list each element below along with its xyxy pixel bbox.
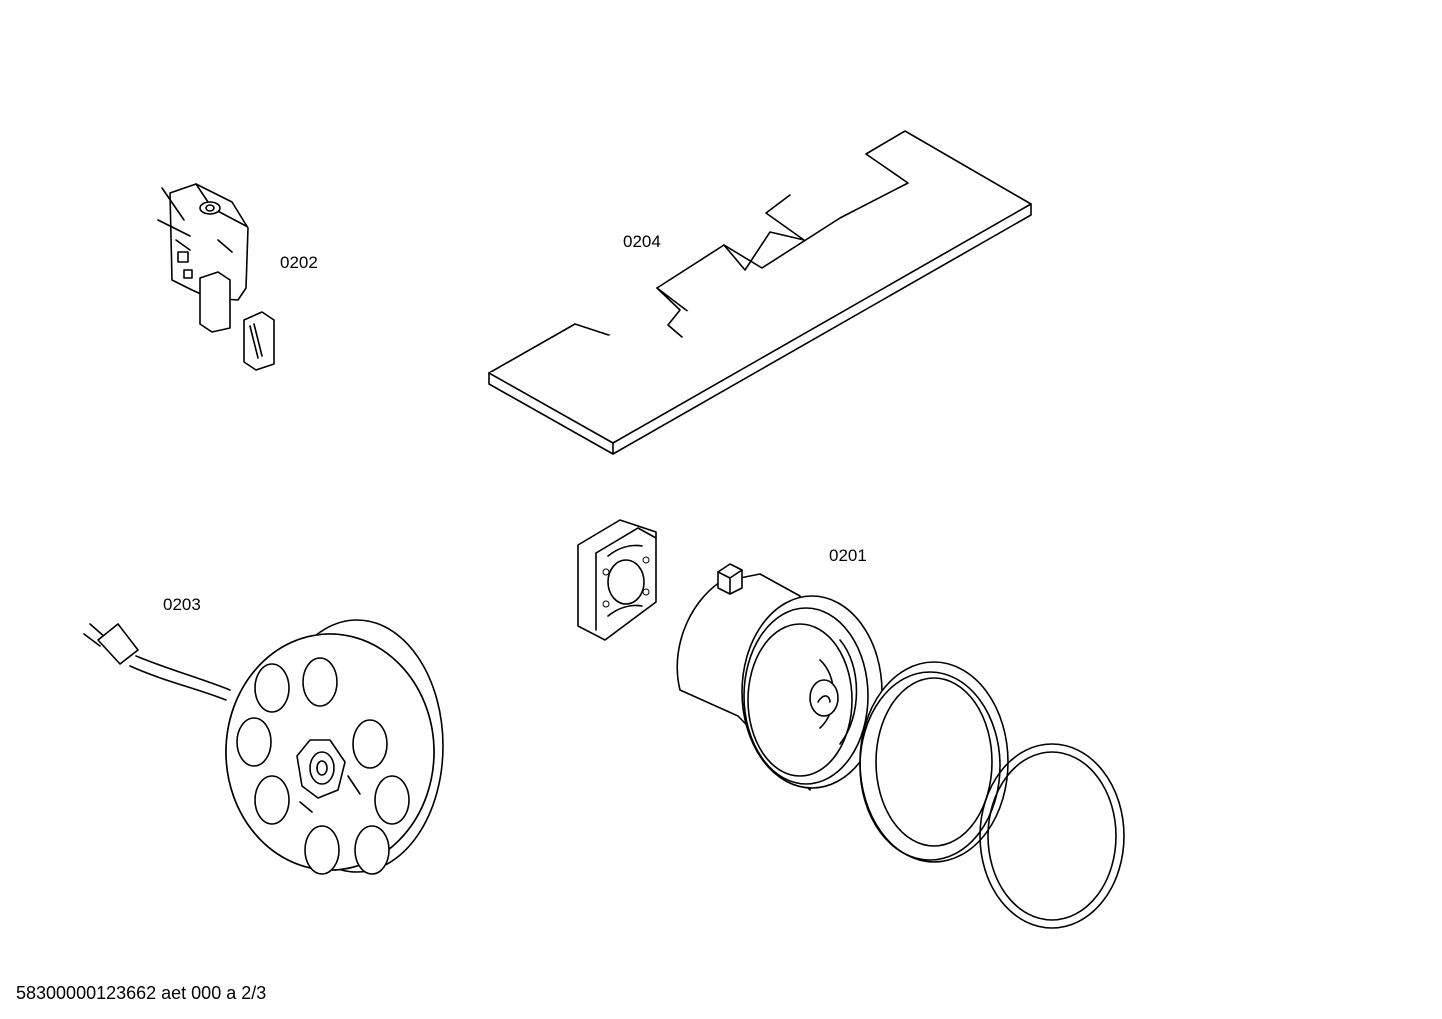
motor-part: [676, 563, 883, 791]
document-reference: 58300000123662 aet 000 a 2/3: [16, 983, 267, 1003]
switch-label: 0202: [280, 253, 318, 272]
switch-part: [157, 183, 275, 371]
foam-pad-part: [488, 130, 1032, 455]
motor-label: 0201: [829, 546, 867, 565]
cable-reel-label: 0203: [163, 595, 201, 614]
motor-bracket-part: [577, 519, 657, 641]
foam-pad-label: 0204: [623, 232, 661, 251]
cable-reel-part: [83, 619, 444, 875]
gasket-ring-part: [979, 743, 1125, 929]
seal-ring-part: [859, 661, 1009, 863]
